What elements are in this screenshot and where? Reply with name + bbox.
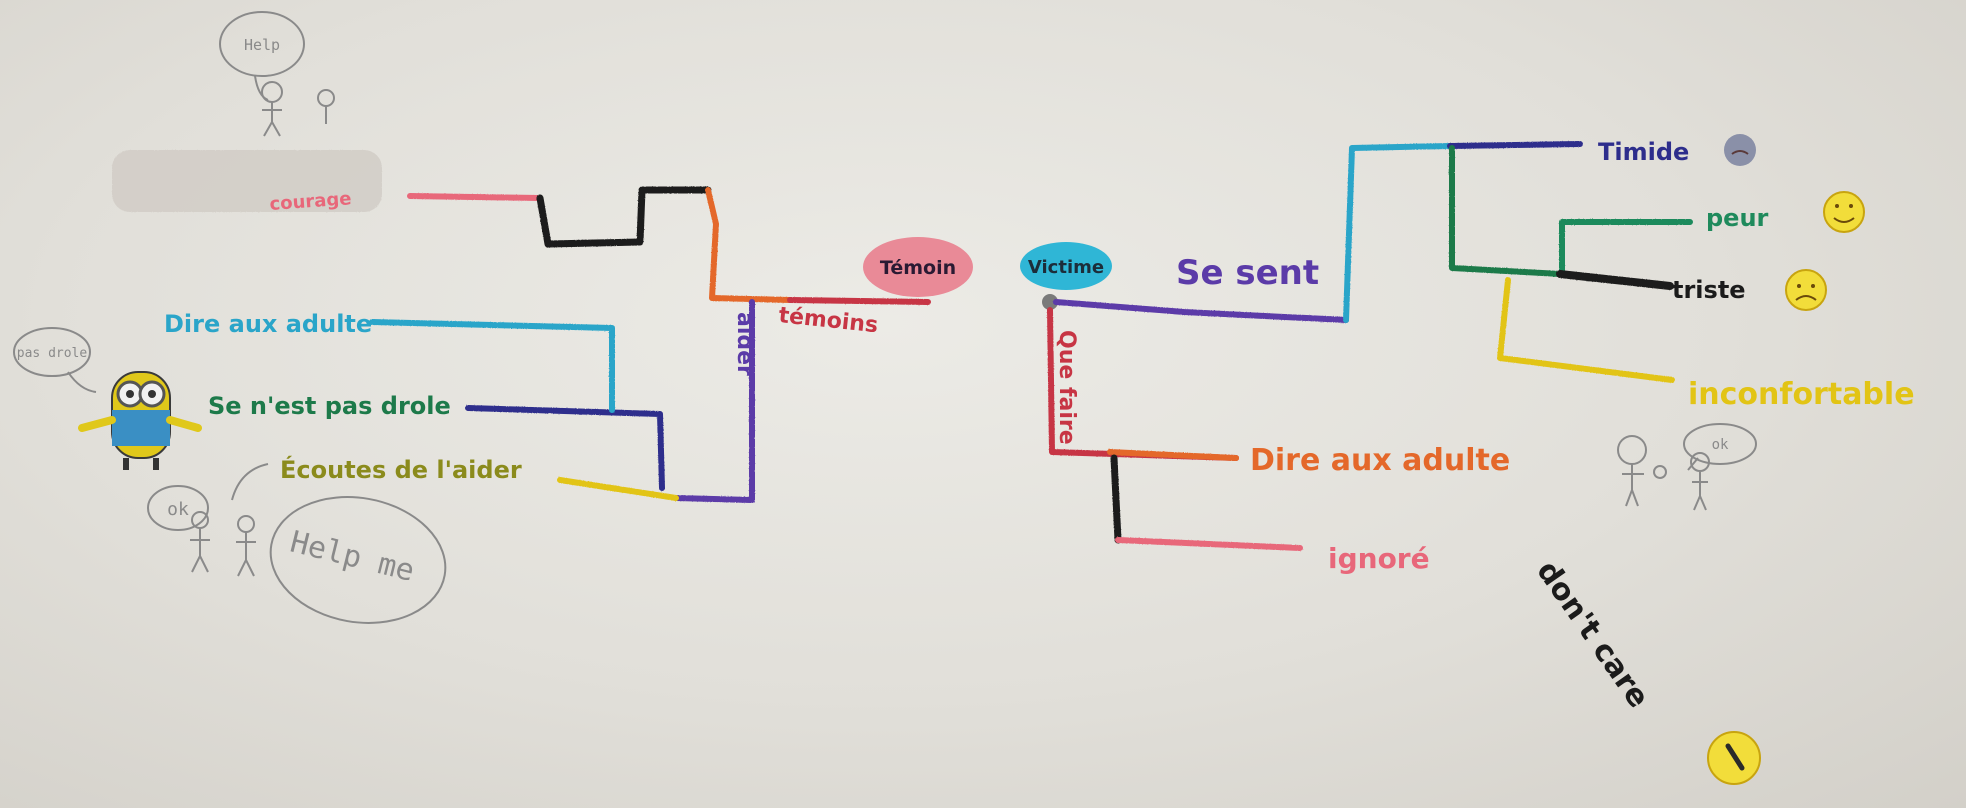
stick-figure <box>262 102 282 137</box>
navy-top <box>1447 141 1583 149</box>
stick-figure-2 <box>190 528 210 573</box>
yellow-inconfortable <box>1497 277 1675 383</box>
pink-ignore <box>1115 537 1303 551</box>
temoin-node: Témoin <box>863 237 973 297</box>
dont-care-label: don't care <box>1529 555 1656 715</box>
item-pas-drole: Se n'est pas drole <box>208 392 451 420</box>
emoji-shy-icon <box>1724 134 1756 166</box>
help-bubble-left: Help me <box>287 525 418 590</box>
triste-label: triste <box>1672 276 1746 304</box>
navy-connector <box>465 405 665 491</box>
red-connector <box>787 297 931 305</box>
temoin-label: Témoin <box>880 257 956 279</box>
orange-dire <box>1107 449 1239 461</box>
que-faire-label: Que faire <box>1054 330 1079 445</box>
timide-label: Timide <box>1598 138 1689 166</box>
black-vertical <box>1110 454 1122 544</box>
orange-connector <box>705 187 793 303</box>
item-dire-aux-adulte: Dire aux adulte <box>164 310 372 338</box>
peur-label: peur <box>1706 204 1769 232</box>
emoji-sad-icon <box>1785 269 1827 311</box>
green-branch <box>1449 145 1563 277</box>
left-branch <box>112 150 931 503</box>
cyan-connector <box>369 319 615 413</box>
emoji-dont-care-icon <box>1707 731 1761 785</box>
victime-node: Victime <box>1020 242 1112 310</box>
pink-connector <box>407 193 543 201</box>
ok-bubble-right: ok <box>1712 437 1729 453</box>
minion-drawing <box>78 371 202 470</box>
item-ecoutes: Écoutes de l'aider <box>280 455 522 484</box>
right-branch <box>1047 141 1693 551</box>
ok-bubble-left: ok <box>167 499 189 520</box>
blurred-name <box>112 150 382 212</box>
top-bubble-text: Help <box>244 36 280 54</box>
yellow-connector <box>557 477 679 501</box>
purple-vertical <box>673 299 755 503</box>
teal-peur <box>1559 219 1693 277</box>
pencil-doodles-left <box>13 11 447 624</box>
victime-label: Victime <box>1028 257 1104 278</box>
purple-se-sent <box>1053 299 1349 323</box>
minion-bubble-text: pas drole <box>17 346 88 361</box>
black-step <box>536 186 712 248</box>
se-sent-label: Se sent <box>1176 253 1319 293</box>
emoji-smile-icon <box>1823 191 1865 233</box>
temoins-label: témoins <box>777 303 879 338</box>
inconfortable-label: inconfortable <box>1688 377 1915 412</box>
dire-aux-adulte-label: Dire aux adulte <box>1250 443 1510 478</box>
black-triste <box>1556 270 1674 290</box>
pencil-doodles-right <box>1617 423 1757 511</box>
victime-dot <box>1042 294 1058 310</box>
cyan-vertical <box>1343 143 1453 323</box>
ignore-label: ignoré <box>1328 542 1430 575</box>
aider-label: aider <box>732 312 757 376</box>
stick-figure-3 <box>1617 435 1647 465</box>
